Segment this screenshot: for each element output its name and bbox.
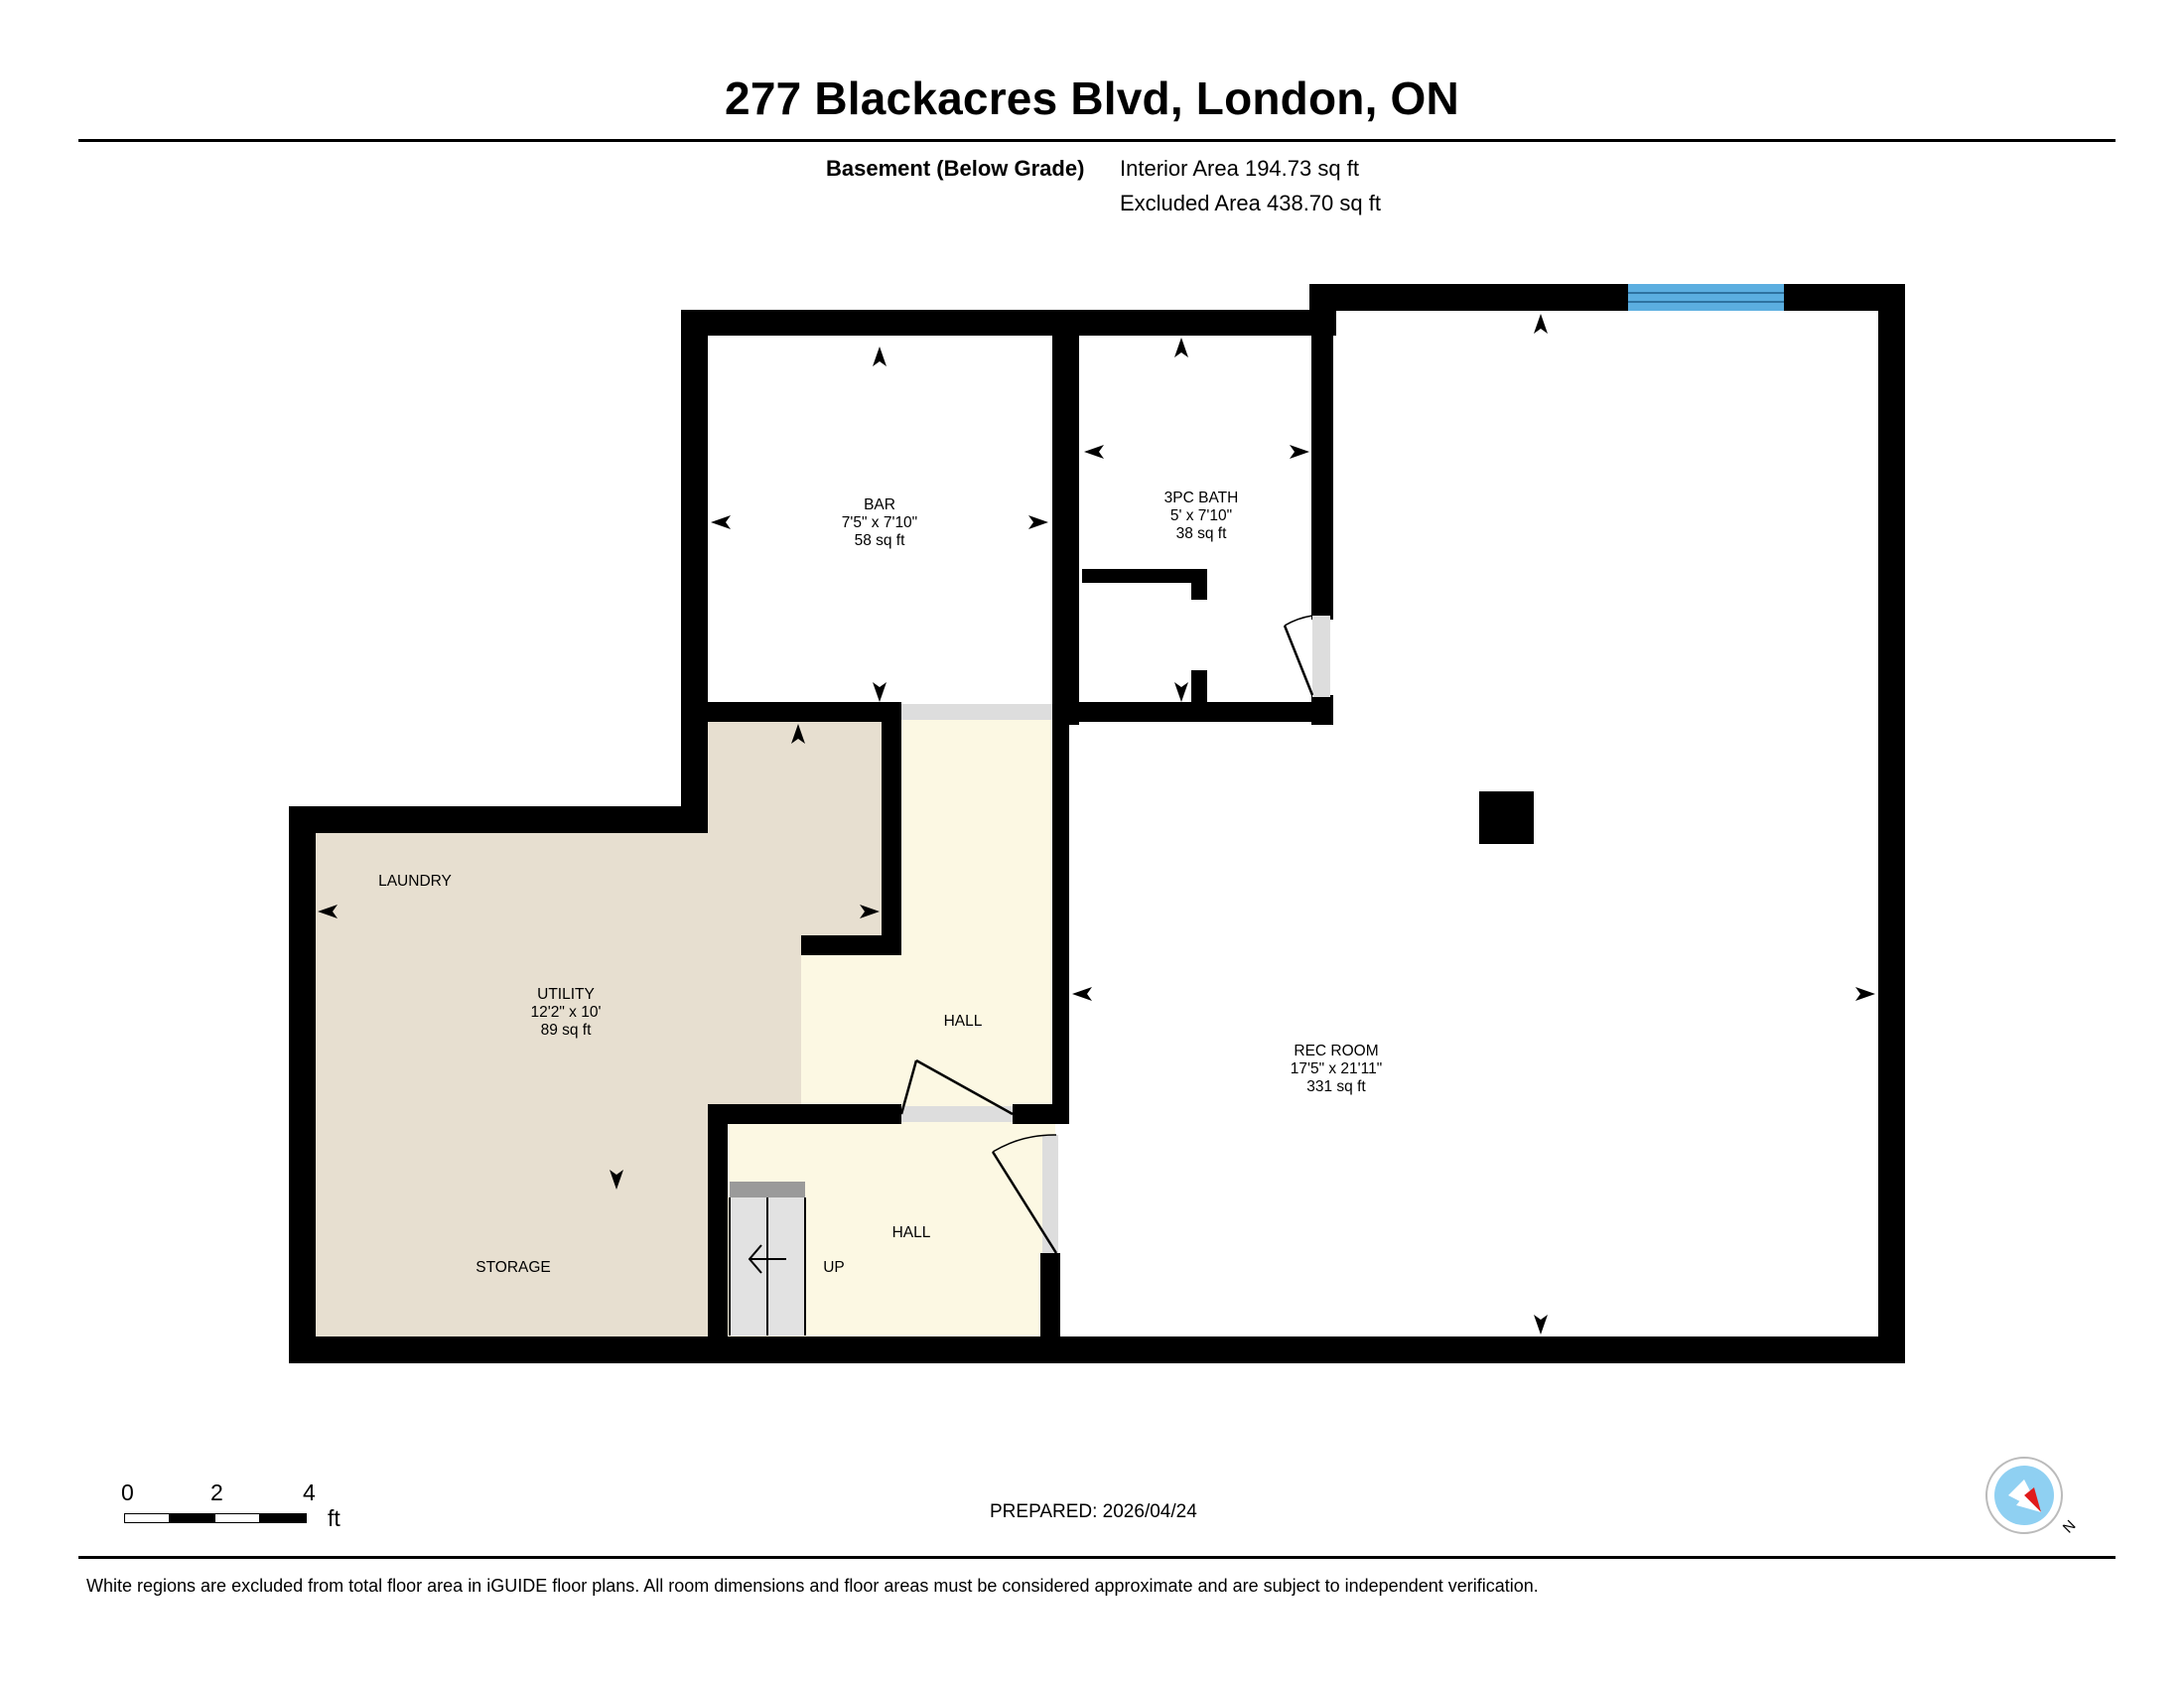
rec-arrow-left	[1072, 987, 1092, 1001]
scale-segment	[214, 1513, 261, 1523]
prepared-date: PREPARED: 2026/04/24	[990, 1501, 1197, 1522]
hall-upper-name: HALL	[944, 1013, 983, 1030]
compass-north-label: N	[2060, 1517, 2076, 1537]
rec-name: REC ROOM	[1294, 1043, 1378, 1059]
rec-arrow-bottom	[1534, 1315, 1548, 1335]
page-title: 277 Blackacres Blvd, London, ON	[725, 72, 1459, 124]
scale-segment	[169, 1513, 216, 1523]
utility-name: UTILITY	[537, 986, 595, 1003]
utility-arrow-top	[791, 724, 805, 744]
bar-dims: 7'5" x 7'10"	[842, 514, 917, 531]
walls	[289, 284, 1905, 1363]
scale-segment	[124, 1513, 171, 1523]
header-rule	[78, 139, 2116, 142]
hall-lower-name: HALL	[892, 1224, 931, 1241]
rec-dims: 17'5" x 21'11"	[1291, 1060, 1382, 1077]
bath-arrow-bottom	[1174, 682, 1188, 702]
laundry-name: LAUNDRY	[378, 873, 452, 890]
utility-arrow-bottom	[610, 1170, 623, 1190]
rec-area: 331 sq ft	[1306, 1078, 1366, 1095]
storage-name: STORAGE	[476, 1259, 551, 1276]
scale-unit: ft	[328, 1505, 341, 1531]
doors	[899, 615, 1330, 1254]
scale-tick-0: 0	[121, 1479, 134, 1505]
scale-tick-4: 4	[303, 1479, 316, 1505]
bar-arrow-bottom	[873, 682, 887, 702]
utility-dims: 12'2" x 10'	[531, 1004, 602, 1021]
bath-arrow-top	[1174, 338, 1188, 357]
utility-area: 89 sq ft	[541, 1022, 593, 1039]
room-labels: BAR 7'5" x 7'10" 58 sq ft 3PC BATH 5' x …	[378, 490, 1382, 1276]
bath-name: 3PC BATH	[1164, 490, 1239, 506]
bath-arrow-right	[1290, 445, 1309, 459]
scale-bar: 0 2 4 ft	[119, 1479, 357, 1539]
utility-arrow-left	[318, 905, 338, 918]
dimension-arrows	[318, 314, 1875, 1335]
bar-area: 58 sq ft	[855, 532, 906, 549]
bar-arrow-top	[873, 347, 887, 366]
bath-arrow-left	[1084, 445, 1104, 459]
excluded-area: Excluded Area 438.70 sq ft	[1120, 191, 1381, 215]
utility-floor	[304, 712, 887, 1340]
window	[1628, 284, 1784, 311]
level-name: Basement (Below Grade)	[826, 156, 1085, 181]
footer-rule	[78, 1556, 2116, 1559]
hall-upper-floor	[801, 712, 1055, 1104]
rec-arrow-right	[1855, 987, 1875, 1001]
bar-arrow-left	[711, 515, 731, 529]
stairs-label: UP	[823, 1259, 845, 1276]
disclaimer: White regions are excluded from total fl…	[86, 1576, 1539, 1596]
bath-area: 38 sq ft	[1176, 525, 1228, 542]
scale-segment	[259, 1513, 307, 1523]
bar-arrow-right	[1028, 515, 1048, 529]
rec-arrow-top	[1534, 314, 1548, 334]
interior-area: Interior Area 194.73 sq ft	[1120, 156, 1359, 181]
compass-icon: N	[1985, 1457, 2076, 1537]
stairs	[729, 1182, 806, 1336]
utility-arrow-right	[860, 905, 880, 918]
bath-dims: 5' x 7'10"	[1170, 507, 1232, 524]
scale-tick-2: 2	[210, 1479, 223, 1505]
bar-name: BAR	[864, 496, 895, 513]
